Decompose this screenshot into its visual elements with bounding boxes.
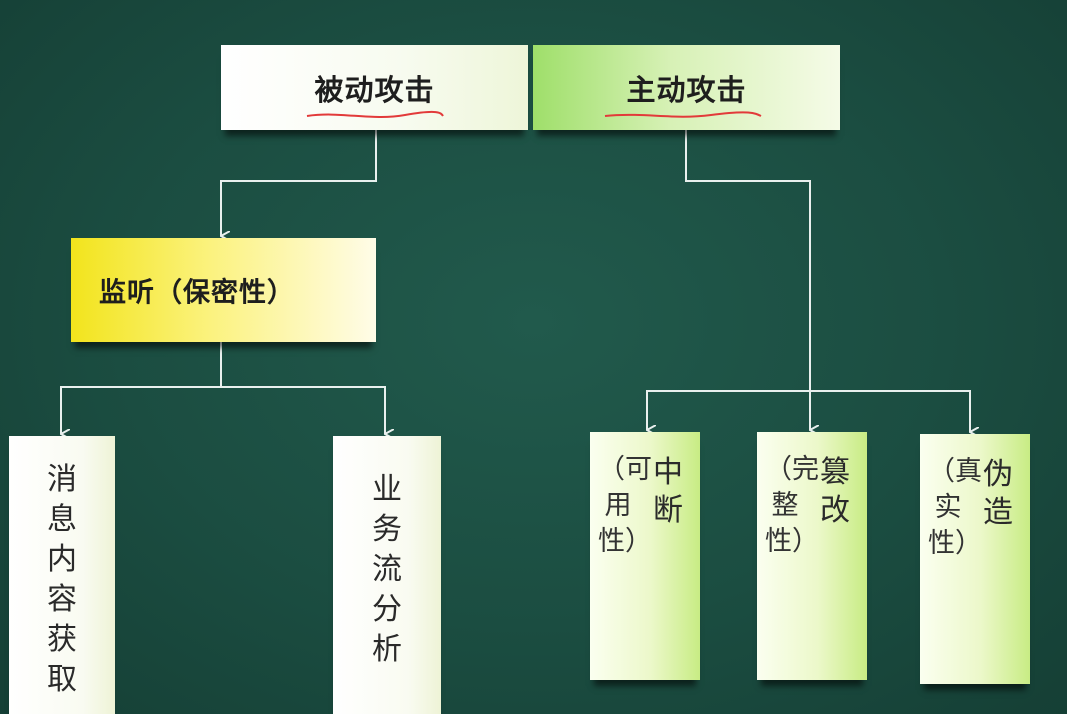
traffic-analysis-box: 业务流分析 [333, 436, 441, 714]
modification-main-label: 篡改 [820, 455, 850, 528]
connector-eavesdrop-bus [60, 342, 222, 434]
interruption-main-label: 中断 [653, 455, 683, 528]
active-attack-label: 主动攻击 [626, 72, 747, 107]
connector-eavesdrop-to-traffic [221, 386, 385, 434]
fabrication-box: （真实性） 伪造 [920, 434, 1030, 684]
fabrication-main-label: 伪造 [983, 457, 1013, 530]
message-content-label: 消息内容获取 [47, 462, 77, 697]
active-attack-underline [604, 111, 762, 118]
active-attack-box: 主动攻击 [533, 45, 840, 130]
connector-active-to-modification [685, 130, 810, 430]
connector-bus-to-fabrication [810, 390, 970, 432]
eavesdrop-label: 监听（保密性） [99, 277, 295, 309]
eavesdrop-box: 监听（保密性） [71, 238, 376, 342]
fabrication-sub-label: （真实性） [928, 456, 982, 559]
interruption-sub-label: （可用性） [598, 454, 652, 557]
traffic-analysis-label: 业务流分析 [372, 472, 402, 667]
modification-sub-label: （完整性） [765, 454, 819, 557]
passive-attack-box: 被动攻击 [221, 45, 528, 130]
message-content-box: 消息内容获取 [9, 436, 115, 714]
passive-attack-label: 被动攻击 [314, 72, 435, 107]
interruption-box: （可用性） 中断 [590, 432, 700, 680]
connector-passive-to-eavesdrop [220, 130, 377, 236]
connector-bus-to-interruption [646, 390, 810, 430]
modification-box: （完整性） 篡改 [757, 432, 867, 680]
passive-attack-underline [306, 110, 444, 118]
